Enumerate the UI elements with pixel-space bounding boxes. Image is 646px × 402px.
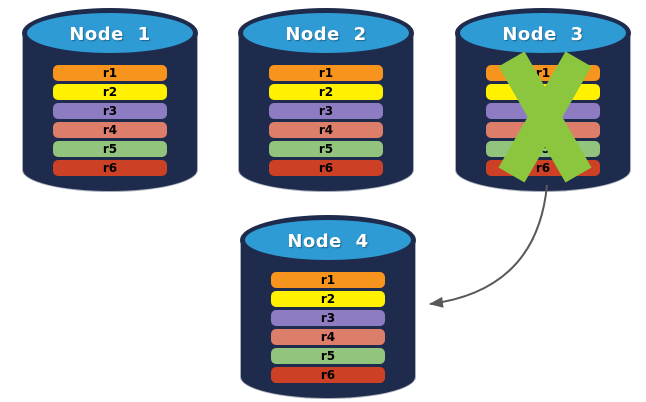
node-3-row-r4: r4 (486, 122, 600, 138)
node-4-replica-rows: r1 r2 r3 r4 r5 r6 (271, 272, 385, 386)
node-3-replica-rows: r1 r2 r3 r4 r5 r6 (486, 65, 600, 179)
node-1-row-r4: r4 (53, 122, 167, 138)
node-2-label: Node 2 (285, 23, 367, 45)
node-4-row-r4: r4 (271, 329, 385, 345)
node-4-row-r6: r6 (271, 367, 385, 383)
node-3: Node 3 r1 r2 r3 r4 r5 r6 (455, 8, 631, 192)
node-2-row-r5: r5 (269, 141, 383, 157)
node-2-top-ellipse: Node 2 (238, 8, 414, 58)
node-3-top-ellipse: Node 3 (455, 8, 631, 58)
node-1-row-r2: r2 (53, 84, 167, 100)
node-1-replica-rows: r1 r2 r3 r4 r5 r6 (53, 65, 167, 179)
arrow-curve (429, 184, 548, 308)
node-4-row-r2: r2 (271, 291, 385, 307)
node-3-row-r5: r5 (486, 141, 600, 157)
node-2-row-r6: r6 (269, 160, 383, 176)
node-3-row-r1: r1 (486, 65, 600, 81)
node-4-row-r3: r3 (271, 310, 385, 326)
node-1-row-r5: r5 (53, 141, 167, 157)
node-1-row-r6: r6 (53, 160, 167, 176)
node-4-top-ellipse: Node 4 (240, 215, 416, 265)
node-3-row-r3: r3 (486, 103, 600, 119)
node-1: Node 1 r1 r2 r3 r4 r5 r6 (22, 8, 198, 192)
node-2-row-r4: r4 (269, 122, 383, 138)
node-1-row-r1: r1 (53, 65, 167, 81)
node-2-row-r2: r2 (269, 84, 383, 100)
node-4-row-r1: r1 (271, 272, 385, 288)
node-3-label: Node 3 (502, 23, 584, 45)
node-4-row-r5: r5 (271, 348, 385, 364)
node-1-row-r3: r3 (53, 103, 167, 119)
node-3-row-r6: r6 (486, 160, 600, 176)
node-4-label: Node 4 (287, 230, 369, 252)
node-2-row-r3: r3 (269, 103, 383, 119)
node-2: Node 2 r1 r2 r3 r4 r5 r6 (238, 8, 414, 192)
node-1-top-ellipse: Node 1 (22, 8, 198, 58)
node-3-row-r2: r2 (486, 84, 600, 100)
node-2-row-r1: r1 (269, 65, 383, 81)
node-2-replica-rows: r1 r2 r3 r4 r5 r6 (269, 65, 383, 179)
node-1-label: Node 1 (69, 23, 151, 45)
node-4: Node 4 r1 r2 r3 r4 r5 r6 (240, 215, 416, 399)
